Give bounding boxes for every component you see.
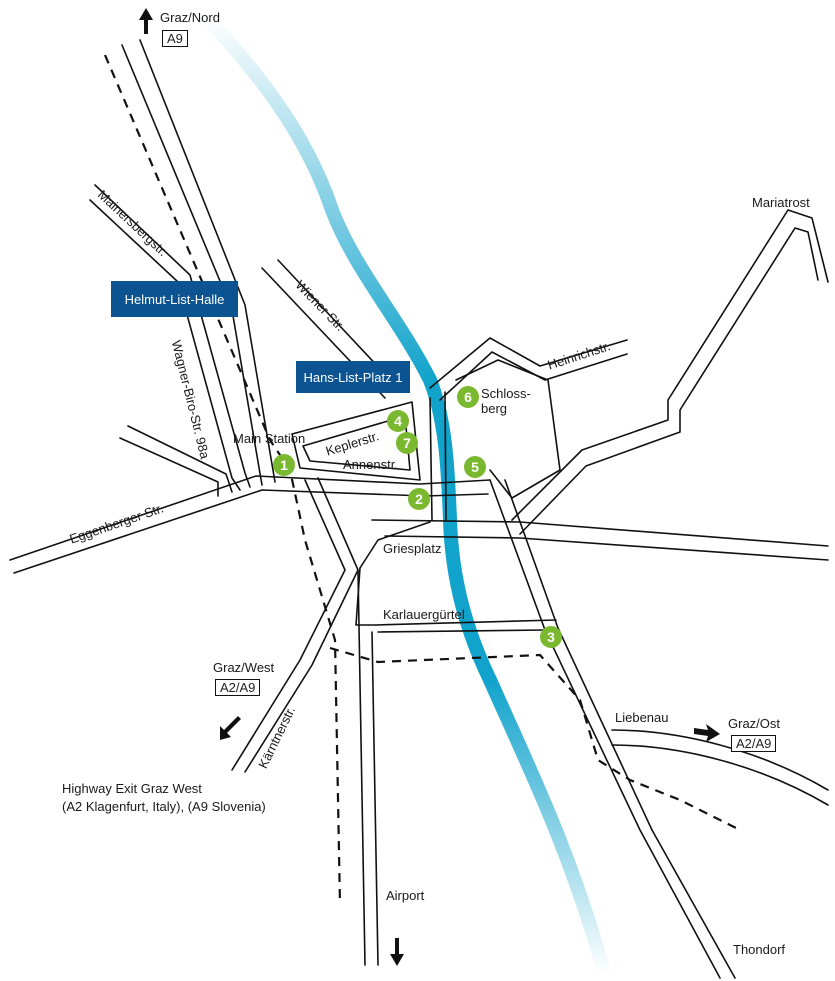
box-hans-list-platz[interactable]: Hans-List-Platz 1: [296, 361, 410, 393]
label-karlauerguertel: Karlauergürtel: [383, 607, 465, 622]
arrow-south-icon: [390, 938, 404, 966]
marker-1[interactable]: 1: [273, 454, 295, 476]
label-annenstr: Annenstr.: [343, 457, 398, 472]
label-graz-ost: Graz/Ost: [728, 716, 781, 731]
label-graz-nord: Graz/Nord: [160, 10, 220, 25]
marker-6[interactable]: 6: [457, 386, 479, 408]
river-mur-north: [198, 8, 437, 387]
label-highway-exit: Highway Exit Graz West: [62, 781, 202, 796]
label-graz-west: Graz/West: [213, 660, 275, 675]
rail-lines: [103, 54, 741, 906]
arrow-southwest-icon: [220, 716, 241, 740]
river-mur-south: [483, 673, 612, 981]
label-airport: Airport: [386, 888, 425, 903]
badge-a2-a9-west: A2/A9: [215, 679, 261, 696]
label-mariatrost: Mariatrost: [752, 195, 810, 210]
label-highway-exit-detail: (A2 Klagenfurt, Italy), (A9 Slovenia): [62, 799, 266, 814]
label-griesplatz: Griesplatz: [383, 541, 442, 556]
box-helmut-list-halle[interactable]: Helmut-List-Halle: [111, 281, 238, 317]
badge-a2-a9-east: A2/A9: [731, 735, 777, 752]
marker-4[interactable]: 4: [387, 410, 409, 432]
marker-5[interactable]: 5: [464, 456, 486, 478]
marker-3[interactable]: 3: [540, 626, 562, 648]
arrow-north-icon: [139, 8, 153, 34]
label-liebenau: Liebenau: [615, 710, 669, 725]
label-main-station: Main Station: [233, 431, 306, 446]
label-schlossberg: Schloss- berg: [481, 386, 531, 416]
marker-7[interactable]: 7: [396, 432, 418, 454]
marker-2[interactable]: 2: [408, 488, 430, 510]
badge-a9-north: A9: [162, 30, 188, 47]
road-network: [9, 39, 829, 979]
river-mur-center: [423, 373, 497, 687]
arrow-east-icon: [694, 724, 720, 742]
label-thondorf: Thondorf: [733, 942, 786, 957]
